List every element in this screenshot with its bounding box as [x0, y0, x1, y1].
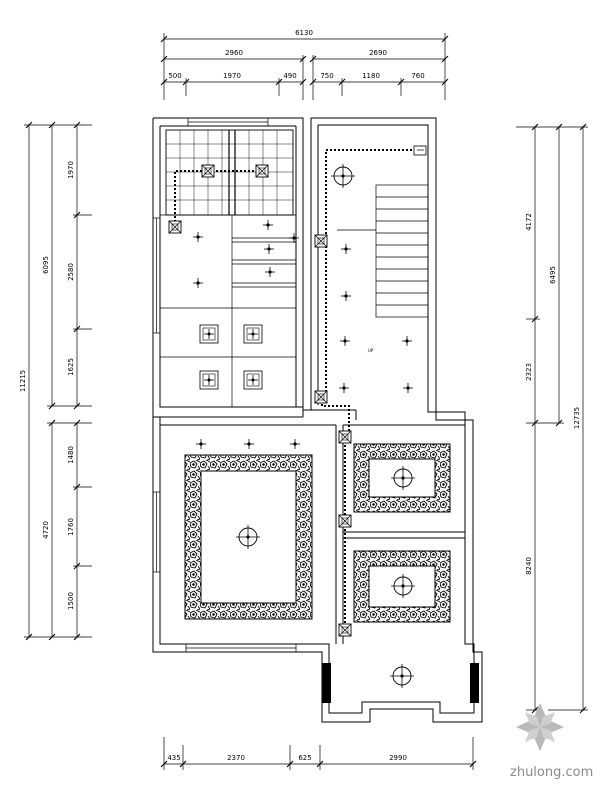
top-right-block-dimension: 2690 — [369, 49, 387, 57]
window-top-left — [187, 117, 269, 127]
left-upper-total-dimension: 6095 — [42, 256, 50, 274]
left-upper-part-2: 2580 — [67, 263, 75, 281]
switch-box-9 — [413, 145, 427, 156]
left-total-dimension: 11215 — [19, 370, 27, 392]
left-dimension-lines — [24, 124, 92, 638]
top-left-part-2: 1970 — [223, 72, 241, 80]
left-upper-part-1: 1970 — [67, 161, 75, 179]
left-upper-part-3: 1625 — [67, 358, 75, 376]
switch-box-4 — [314, 234, 328, 248]
bottom-left-part-1: 435 — [167, 754, 180, 762]
column-bottom-right — [470, 663, 479, 703]
bottom-left-part-3: 625 — [298, 754, 311, 762]
top-right-part-1: 750 — [320, 72, 333, 80]
switch-box-5 — [314, 390, 328, 404]
right-total-dimension: 12735 — [573, 407, 581, 429]
window-left-lower — [152, 491, 161, 573]
left-lower-part-2: 1760 — [67, 518, 75, 536]
staircase — [337, 184, 429, 318]
switch-box-8 — [338, 623, 352, 637]
watermark-text: zhulong.com — [510, 765, 593, 780]
left-room-partitions — [160, 214, 296, 407]
top-left-block-dimension: 2960 — [225, 49, 243, 57]
top-left-part-1: 500 — [168, 72, 181, 80]
top-left-part-3: 490 — [283, 72, 296, 80]
watermark-logo-icon — [516, 703, 564, 751]
top-right-part-2: 1180 — [362, 72, 380, 80]
left-lower-part-1: 1480 — [67, 446, 75, 464]
window-left-upper — [152, 217, 161, 334]
bathroom-tile-grid — [165, 129, 294, 216]
switch-box-2 — [201, 164, 215, 178]
right-dimension-lines — [516, 126, 588, 711]
top-dimension-ticks — [160, 35, 449, 86]
right-upper-part-2: 2323 — [525, 363, 533, 381]
right-upper-total-dimension: 6495 — [549, 266, 557, 284]
switch-box-3 — [255, 164, 269, 178]
right-upper-part-1: 4172 — [525, 213, 533, 231]
right-dimension-ticks — [531, 123, 587, 714]
window-bottom-left — [185, 643, 297, 653]
left-lower-part-3: 1500 — [67, 592, 75, 610]
stair-up-label: UP — [368, 348, 374, 353]
top-right-part-3: 760 — [411, 72, 424, 80]
switch-box-7 — [338, 514, 352, 528]
exterior-walls — [152, 117, 483, 723]
top-total-dimension: 6130 — [295, 29, 313, 37]
top-dimension-lines — [163, 33, 446, 100]
left-lower-total-dimension: 4720 — [42, 521, 50, 539]
switch-box-6 — [338, 430, 352, 444]
bottom-left-part-2: 2370 — [227, 754, 245, 762]
switch-box-1 — [168, 220, 182, 234]
bottom-dimension-ticks — [160, 760, 477, 768]
right-lower-total-dimension: 8240 — [525, 557, 533, 575]
left-dimension-ticks — [25, 121, 81, 641]
column-bottom-left — [322, 663, 331, 703]
bottom-right-total: 2990 — [389, 754, 407, 762]
